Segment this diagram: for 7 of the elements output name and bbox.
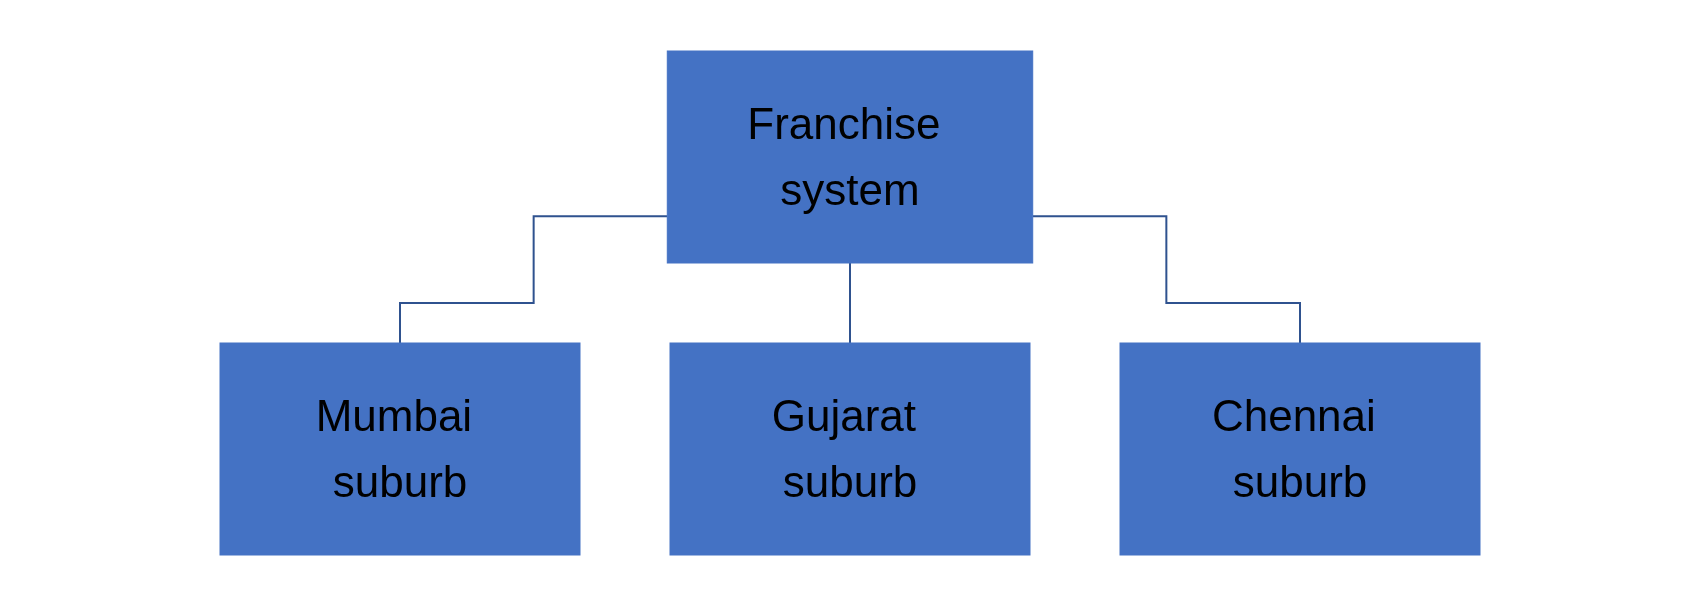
node-box: Franchise system: [666, 50, 1033, 264]
connector: [398, 215, 668, 344]
connector: [1031, 215, 1301, 344]
node-box: Gujarat suburb: [669, 342, 1030, 556]
connector: [848, 262, 851, 344]
node-box: Mumbai suburb: [219, 342, 580, 556]
node-box: Chennai suburb: [1119, 342, 1480, 556]
